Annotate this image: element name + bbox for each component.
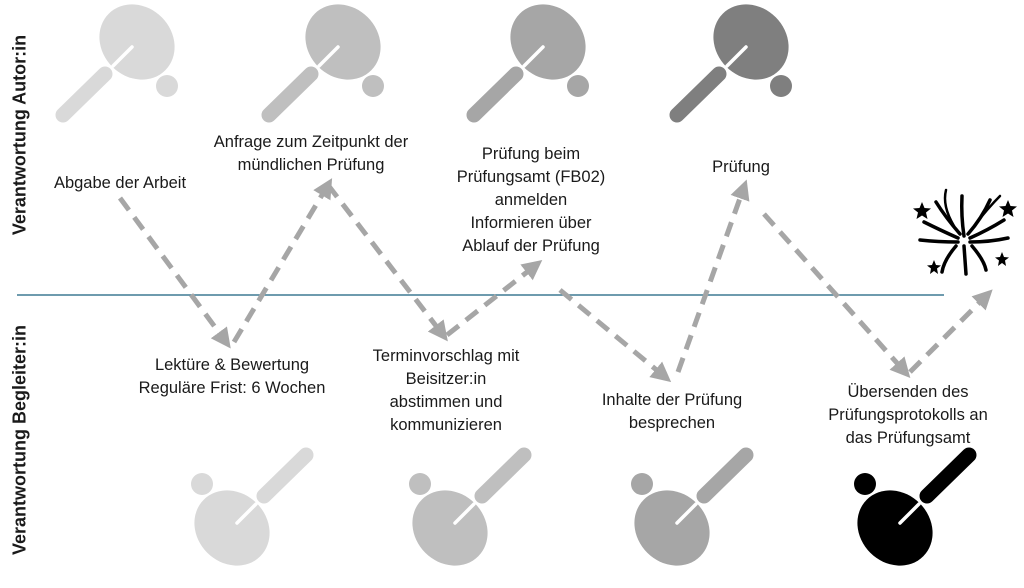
ping-pong-paddle-icon <box>842 455 969 581</box>
step-text-line: Prüfungsamt (FB02) <box>456 168 606 186</box>
step-text-line: Abgabe der Arbeit <box>53 174 187 192</box>
fireworks-icon <box>913 188 1017 276</box>
flow-arrow <box>326 183 448 342</box>
flow-arrow <box>558 288 672 383</box>
step-text-line: Prüfungsprotokolls an <box>828 406 988 424</box>
step-text-line: Übersenden des <box>847 383 969 401</box>
step-text-line: anmelden <box>494 191 568 209</box>
step-label: Terminvorschlag mit Beisitzer:in abstimm… <box>373 345 520 437</box>
flow-arrow <box>675 179 750 373</box>
flow-arrow <box>117 196 231 349</box>
step-label: Abgabe der Arbeit <box>54 172 186 195</box>
step-text-line: Lektüre & Bewertung <box>154 356 310 374</box>
step-text-line: Anfrage zum Zeitpunkt der <box>213 133 409 151</box>
lane-label-supervisor: Verantwortung Begleiter:in <box>9 324 30 556</box>
ping-pong-paddle-icon <box>619 455 746 581</box>
ping-pong-paddle-icon <box>269 0 396 115</box>
step-text-line: mündlichen Prüfung <box>237 156 385 174</box>
ping-pong-paddle-icon <box>397 455 524 581</box>
step-text-line: besprechen <box>628 414 716 432</box>
step-label: Prüfung beim Prüfungsamt (FB02) anmelden… <box>457 143 606 258</box>
step-label: Anfrage zum Zeitpunkt der mündlichen Prü… <box>214 131 408 177</box>
ping-pong-paddle-icon <box>63 0 190 115</box>
step-label: Prüfung <box>712 156 770 179</box>
flow-arrow <box>445 260 543 337</box>
step-text-line: das Prüfungsamt <box>845 429 971 447</box>
step-text-line: Ablauf der Prüfung <box>462 237 600 255</box>
flow-arrow <box>231 178 333 344</box>
step-text-line: Informieren über <box>470 214 592 232</box>
step-text-line: abstimmen und <box>389 393 503 411</box>
step-text-line: kommunizieren <box>390 416 502 434</box>
step-text-line: Prüfung <box>712 158 770 176</box>
step-label: Übersenden des Prüfungsprotokolls an das… <box>828 381 988 450</box>
step-text-line: Beisitzer:in <box>405 370 487 388</box>
step-label: Lektüre & Bewertung Reguläre Frist: 6 Wo… <box>139 354 326 400</box>
step-text-line: Terminvorschlag mit <box>372 347 520 365</box>
step-text-line: Reguläre Frist: 6 Wochen <box>138 379 326 397</box>
step-text-line: Inhalte der Prüfung <box>601 391 743 409</box>
flow-arrow <box>762 212 911 378</box>
lane-label-author: Verantwortung Autor:in <box>9 34 30 236</box>
step-label: Inhalte der Prüfung besprechen <box>602 389 742 435</box>
ping-pong-paddle-icon <box>677 0 804 115</box>
flow-arrow <box>908 289 993 374</box>
step-text-line: Prüfung beim <box>481 145 581 163</box>
ping-pong-paddle-icon <box>179 455 306 581</box>
ping-pong-paddle-icon <box>474 0 601 115</box>
